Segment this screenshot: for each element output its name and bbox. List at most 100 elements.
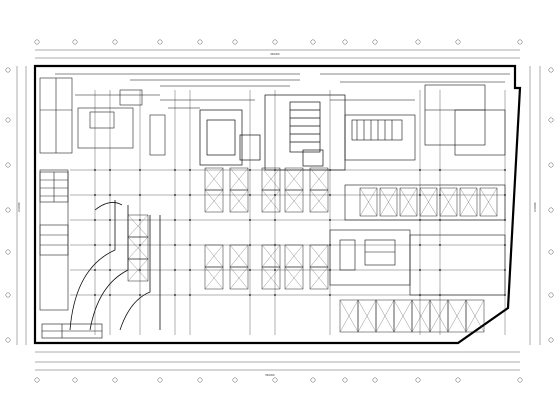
light-fixture	[189, 169, 191, 171]
right-axis-bubbles	[548, 67, 554, 343]
light-fixture	[139, 169, 141, 171]
light-fixture	[439, 269, 441, 271]
stall-diagonal	[204, 266, 224, 290]
legend-box	[41, 323, 103, 339]
light-fixture	[109, 219, 111, 221]
upper-right-rooms	[344, 84, 506, 161]
left-stair-block	[39, 169, 69, 311]
light-fixture	[419, 269, 421, 271]
light-fixture	[109, 169, 111, 171]
light-fixture	[109, 269, 111, 271]
central-core	[199, 94, 346, 171]
left-axis-bubbles	[5, 67, 11, 343]
parking-stall	[479, 187, 498, 217]
stall-diagonal	[429, 299, 449, 333]
light-fixture	[139, 219, 141, 221]
stall-diagonal	[229, 167, 249, 191]
parking-stall	[399, 187, 418, 217]
parking-stall	[229, 266, 249, 290]
light-fixture	[439, 194, 441, 196]
parking-stall	[359, 187, 378, 217]
parking-stall	[204, 189, 224, 213]
upper-left-rooms	[39, 77, 166, 156]
light-fixture	[189, 269, 191, 271]
light-fixture	[274, 244, 276, 246]
stall-diagonal	[204, 167, 224, 191]
light-fixture	[274, 269, 276, 271]
light-fixture	[189, 244, 191, 246]
stall-diagonal	[393, 299, 413, 333]
light-fixture	[274, 219, 276, 221]
curved-ramp	[69, 200, 161, 331]
parking-stall	[261, 266, 281, 290]
light-fixture	[174, 169, 176, 171]
stall-diagonal	[411, 299, 431, 333]
parking-stall	[261, 189, 281, 213]
light-fixture	[419, 219, 421, 221]
light-fixture	[189, 194, 191, 196]
right-equipment-hall	[329, 184, 506, 296]
light-fixture	[439, 244, 441, 246]
light-fixture	[419, 244, 421, 246]
right-dimension-lines	[529, 66, 541, 345]
light-fixture	[174, 219, 176, 221]
bottom-right-parking-row	[339, 299, 485, 333]
light-fixture	[174, 294, 176, 296]
stall-diagonal	[309, 167, 329, 191]
light-fixture	[419, 169, 421, 171]
stall-diagonal	[359, 187, 378, 217]
parking-stall	[309, 266, 329, 290]
building-outline	[33, 64, 522, 345]
stall-diagonal	[419, 187, 438, 217]
stall-diagonal	[261, 167, 281, 191]
light-fixture	[329, 269, 331, 271]
light-fixture	[189, 219, 191, 221]
light-fixture	[439, 169, 441, 171]
light-fixture	[94, 194, 96, 196]
stall-diagonal	[284, 266, 304, 290]
light-fixture	[504, 194, 506, 196]
stall-diagonal	[309, 189, 329, 213]
light-fixture	[139, 244, 141, 246]
light-fixture	[94, 219, 96, 221]
lighting-grid	[70, 90, 506, 335]
stall-diagonal	[284, 167, 304, 191]
light-fixture	[174, 244, 176, 246]
light-fixture	[504, 244, 506, 246]
stall-diagonal	[204, 244, 224, 268]
light-fixture	[504, 294, 506, 296]
stall-diagonal	[309, 244, 329, 268]
stall-diagonal	[465, 299, 485, 333]
light-fixture	[274, 294, 276, 296]
left-dimension-total: 24000	[17, 202, 21, 212]
parking-bays	[127, 167, 498, 290]
stall-diagonal	[459, 187, 478, 217]
top-conduit-runs	[55, 73, 510, 109]
stall-diagonal	[261, 244, 281, 268]
light-fixture	[94, 169, 96, 171]
stall-diagonal	[204, 189, 224, 213]
stall-diagonal	[229, 244, 249, 268]
light-fixture	[274, 194, 276, 196]
light-fixture	[439, 294, 441, 296]
light-fixture	[329, 219, 331, 221]
parking-stall	[309, 189, 329, 213]
stall-diagonal	[261, 266, 281, 290]
bottom-dimension-lines	[35, 351, 520, 371]
bottom-axis-bubbles	[34, 377, 523, 383]
light-fixture	[419, 294, 421, 296]
stall-diagonal	[309, 266, 329, 290]
stall-diagonal	[127, 214, 149, 238]
light-fixture	[439, 219, 441, 221]
stall-diagonal	[229, 189, 249, 213]
stall-diagonal	[127, 236, 149, 260]
light-fixture	[109, 244, 111, 246]
light-fixture	[504, 169, 506, 171]
stall-diagonal	[479, 187, 498, 217]
light-fixture	[94, 294, 96, 296]
light-fixture	[249, 169, 251, 171]
light-fixture	[139, 269, 141, 271]
light-fixture	[174, 269, 176, 271]
parking-stall	[229, 189, 249, 213]
light-fixture	[329, 294, 331, 296]
